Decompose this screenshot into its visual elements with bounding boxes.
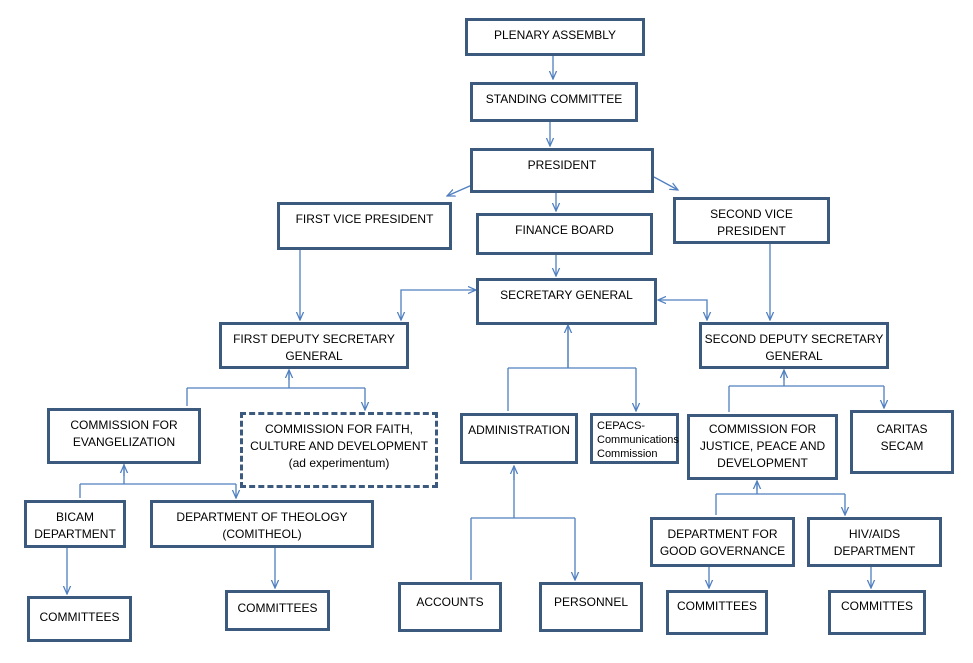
node-label-line: GOOD GOVERNANCE [659, 544, 786, 558]
node-label-line: Communications [597, 434, 679, 446]
edge-administration-units [470, 466, 575, 580]
node-label-line: ADMINISTRATION [468, 423, 570, 437]
node-accounts: ACCOUNTS [398, 582, 502, 632]
edge-justice-departments [715, 482, 845, 515]
node-label-line: PRESIDENT [717, 224, 786, 238]
node-committees-theology: COMMITTEES [225, 590, 330, 631]
node-label-line: CARITAS [876, 422, 928, 436]
edge-evangelization-departments [79, 464, 236, 498]
node-label-line: EVANGELIZATION [72, 435, 176, 449]
node-administration: ADMINISTRATION [460, 413, 578, 464]
node-label-line: CULTURE AND DEVELOPMENT [250, 439, 428, 453]
node-label-line: PLENARY ASSEMBLY [493, 28, 617, 42]
node-label-line: DEVELOPMENT [717, 456, 808, 470]
node-label-line: COMMISSION FOR FAITH, [264, 422, 413, 436]
node-label-line: CEPACS- [597, 420, 646, 432]
node-label-line: SECOND DEPUTY SECRETARY [704, 332, 884, 346]
node-first-vice-president: FIRST VICE PRESIDENT [277, 202, 452, 250]
edge-second-deputy-commissions [728, 372, 884, 412]
node-standing-committee: STANDING COMMITTEE [470, 82, 638, 122]
node-committees-governance: COMMITTEES [666, 590, 768, 635]
node-label-line: GENERAL [765, 349, 823, 363]
node-second-deputy-secretary-general: SECOND DEPUTY SECRETARY GENERAL [699, 322, 889, 369]
node-label-line: ACCOUNTS [416, 595, 484, 609]
node-commission-justice-peace: COMMISSION FOR JUSTICE, PEACE AND DEVELOPM… [687, 414, 838, 480]
node-first-deputy-secretary-general: FIRST DEPUTY SECRETARY GENERAL [219, 322, 409, 369]
node-label-line: JUSTICE, PEACE AND [699, 439, 826, 453]
node-label-line: COMMITTES [841, 599, 913, 613]
node-label-line: FIRST VICE PRESIDENT [295, 212, 434, 226]
node-label-line: FINANCE BOARD [515, 223, 614, 237]
node-caritas-secam: CARITAS SECAM [850, 410, 954, 474]
node-committites-hiv: COMMITTES [828, 590, 926, 635]
node-hiv-aids-department: HIV/AIDS DEPARTMENT [807, 517, 942, 567]
node-finance-board: FINANCE BOARD [476, 213, 653, 255]
node-label-line: COMMITTEES [677, 599, 757, 613]
node-label-line: DEPARTMENT [833, 544, 916, 558]
edge-first-deputy-commissions [186, 372, 365, 410]
node-bicam-department: BICAM DEPARTMENT [24, 500, 126, 548]
node-label-line: PERSONNEL [553, 595, 629, 609]
node-president: PRESIDENT [470, 148, 654, 193]
node-label-line: DEPARTMENT [34, 527, 116, 541]
node-label-line: DEPARTMENT OF THEOLOGY [176, 510, 348, 524]
node-label-line: (COMITHEOL) [222, 527, 302, 541]
node-department-good-governance: DEPARTMENT FOR GOOD GOVERNANCE [650, 517, 795, 567]
node-label-line: SECAM [880, 439, 924, 453]
node-label-line: HIV/AIDS [848, 527, 901, 541]
node-second-vice-president: SECOND VICE PRESIDENT [673, 197, 830, 244]
edge-president-first-vice [447, 184, 473, 196]
node-label-line: (ad experimentum) [288, 456, 390, 470]
node-label-line: PRESIDENT [527, 158, 597, 172]
node-department-theology: DEPARTMENT OF THEOLOGY (COMITHEOL) [150, 500, 374, 548]
node-label-line: COMMISSION FOR [70, 418, 178, 432]
edge-secretary-admin-cepacs [507, 326, 636, 411]
node-commission-evangelization: COMMISSION FOR EVANGELIZATION [47, 408, 201, 464]
node-commission-faith-culture: COMMISSION FOR FAITH, CULTURE AND DEVELOP… [240, 412, 438, 488]
node-label-line: Commission [597, 448, 658, 460]
node-label-line: BICAM [55, 510, 94, 524]
edge-president-second-vice [653, 176, 678, 190]
node-secretary-general: SECRETARY GENERAL [476, 278, 657, 325]
node-label-line: COMMITTEES [39, 610, 120, 624]
node-label-line: STANDING COMMITTEE [485, 92, 623, 106]
node-label-line: SECOND VICE [710, 207, 793, 221]
node-label-line: COMMISSION FOR [708, 422, 817, 436]
node-label-line: GENERAL [285, 349, 343, 363]
edge-secretary-first-deputy [401, 290, 476, 320]
node-committees-bicam: COMMITTEES [27, 596, 132, 642]
node-personnel: PERSONNEL [539, 582, 643, 632]
node-label-line: FIRST DEPUTY SECRETARY [233, 332, 395, 346]
node-label-line: COMMITTEES [237, 601, 318, 615]
node-plenary-assembly: PLENARY ASSEMBLY [465, 18, 645, 56]
node-label-line: DEPARTMENT FOR [667, 527, 778, 541]
node-label-line: SECRETARY GENERAL [500, 288, 633, 302]
edge-secretary-second-deputy [658, 300, 707, 320]
